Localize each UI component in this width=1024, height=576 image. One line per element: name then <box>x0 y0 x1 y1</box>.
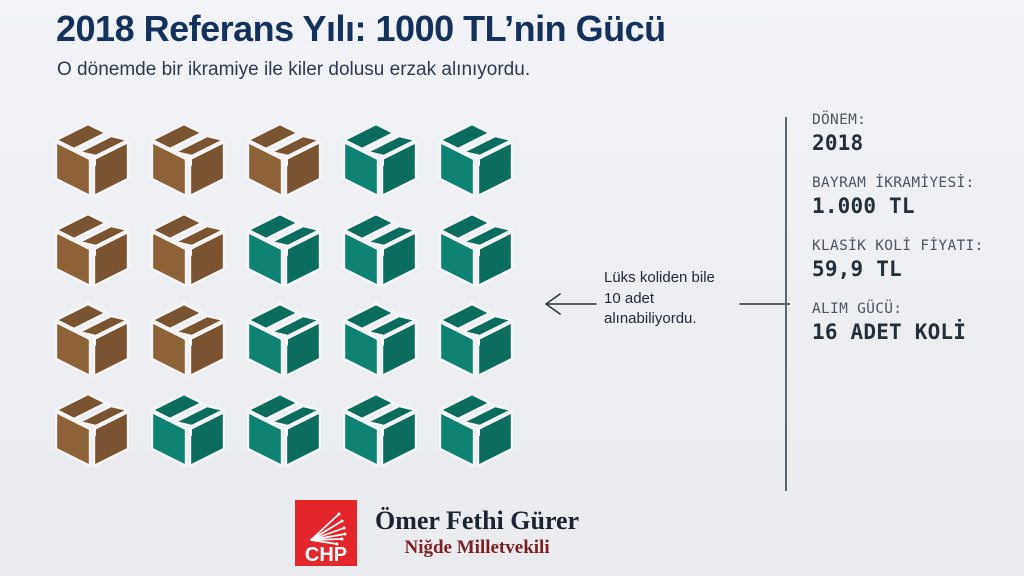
box-row <box>48 384 548 474</box>
cardboard-box-icon <box>243 208 325 290</box>
cardboard-box-icon <box>435 298 517 380</box>
cardboard-box-icon <box>339 118 421 200</box>
stat-item: ALIM GÜCÜ: 16 ADET KOLİ <box>812 301 1022 344</box>
cardboard-box-icon <box>51 388 133 470</box>
box-grid <box>48 114 548 474</box>
cardboard-box-icon <box>339 298 421 380</box>
cardboard-box-icon <box>339 208 421 290</box>
box-cell-brown <box>144 204 240 294</box>
cardboard-box-icon <box>435 208 517 290</box>
cardboard-box-icon <box>243 388 325 470</box>
annotation-text: Lüks koliden bile 10 adet alınabiliyordu… <box>604 269 715 328</box>
box-cell-brown <box>48 204 144 294</box>
box-cell-teal <box>144 384 240 474</box>
box-cell-brown <box>240 114 336 204</box>
box-row <box>48 114 548 204</box>
box-cell-teal <box>336 294 432 384</box>
cardboard-box-icon <box>435 388 517 470</box>
stat-label: DÖNEM: <box>812 112 867 128</box>
cardboard-box-icon <box>243 298 325 380</box>
page-subtitle: O dönemde bir ikramiye ile kiler dolusu … <box>57 59 531 80</box>
chp-logo: CHP <box>295 500 357 566</box>
box-cell-teal <box>432 384 528 474</box>
annotation-arrow-icon <box>545 293 790 315</box>
cardboard-box-icon <box>147 388 229 470</box>
cardboard-box-icon <box>147 118 229 200</box>
stat-value: 1.000 TL <box>812 194 915 218</box>
stat-label: ALIM GÜCÜ: <box>812 301 903 317</box>
deputy-name: Ömer Fethi Gürer <box>375 506 580 536</box>
box-cell-brown <box>48 384 144 474</box>
stat-value: 59,9 TL <box>812 257 902 281</box>
cardboard-box-icon <box>147 298 229 380</box>
footer-signature: CHP Ömer Fethi Gürer Niğde Milletvekili <box>295 498 579 568</box>
cardboard-box-icon <box>243 118 325 200</box>
box-cell-teal <box>432 294 528 384</box>
stat-label: KLASİK KOLİ FİYATI: <box>812 238 984 254</box>
box-cell-teal <box>240 294 336 384</box>
footer-name-block: Ömer Fethi Gürer Niğde Milletvekili <box>375 506 579 560</box>
cardboard-box-icon <box>51 118 133 200</box>
cardboard-box-icon <box>147 208 229 290</box>
deputy-role: Niğde Milletvekili <box>404 537 550 559</box>
cardboard-box-icon <box>339 388 421 470</box>
box-cell-teal <box>432 114 528 204</box>
box-cell-teal <box>432 204 528 294</box>
box-cell-teal <box>336 114 432 204</box>
box-cell-teal <box>240 384 336 474</box>
box-cell-brown <box>48 294 144 384</box>
chp-logo-text: CHP <box>305 544 347 566</box>
box-cell-teal <box>240 204 336 294</box>
stat-value: 2018 <box>812 131 864 155</box>
stat-label: BAYRAM İKRAMİYESİ: <box>812 175 975 191</box>
stat-item: BAYRAM İKRAMİYESİ: 1.000 TL <box>812 175 1022 218</box>
cardboard-box-icon <box>51 298 133 380</box>
box-row <box>48 204 548 294</box>
page-title: 2018 Referans Yılı: 1000 TL’nin Gücü <box>56 8 666 49</box>
box-cell-brown <box>144 294 240 384</box>
cardboard-box-icon <box>51 208 133 290</box>
box-cell-brown <box>48 114 144 204</box>
stat-value: 16 ADET KOLİ <box>812 320 967 344</box>
cardboard-box-icon <box>435 118 517 200</box>
annotation-callout: Lüks koliden bile 10 adet alınabiliyordu… <box>540 268 790 344</box>
stat-item: DÖNEM: 2018 <box>812 112 1022 155</box>
box-row <box>48 294 548 384</box>
stat-item: KLASİK KOLİ FİYATI: 59,9 TL <box>812 238 1022 281</box>
box-cell-teal <box>336 384 432 474</box>
box-cell-brown <box>144 114 240 204</box>
box-cell-teal <box>336 204 432 294</box>
panel-divider <box>785 117 787 491</box>
